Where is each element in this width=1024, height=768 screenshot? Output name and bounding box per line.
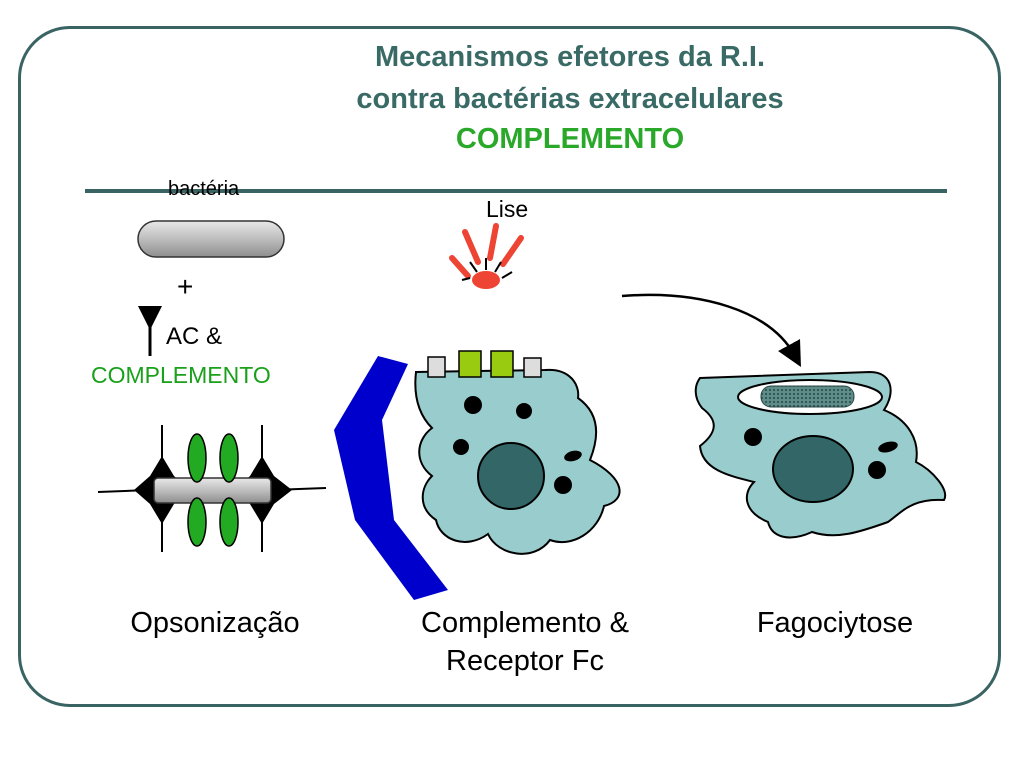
slide-frame (18, 26, 1001, 707)
caption-opsonization: Opsonização (130, 607, 300, 639)
caption-receptor-line-1: Complemento & (421, 607, 629, 639)
bacteria-label: bactéria (168, 178, 240, 200)
antibody-icon (138, 306, 162, 356)
plus-sign: + (177, 271, 194, 302)
phagocytosis-arrow (621, 293, 801, 367)
opsonization-diagram (97, 425, 327, 552)
lysis-burst-icon (449, 223, 524, 289)
complement-label: COMPLEMENTO (91, 362, 271, 388)
caption-receptor-line-2: Receptor Fc (446, 645, 604, 677)
bacterium-shape (137, 220, 285, 258)
caption-complement-fc-receptor: Complemento & Receptor Fc (380, 604, 670, 680)
phagocyte-cell-right (694, 370, 947, 539)
receptor-band (334, 356, 448, 600)
antibody-label: AC & (166, 323, 223, 350)
title-divider (85, 189, 947, 193)
lysis-label: Lise (486, 196, 529, 222)
title-line-2: contra bactérias extracelulares (356, 83, 784, 115)
title-line-3: COMPLEMENTO (455, 123, 685, 155)
title-line-1: Mecanismos efetores da R.I. (374, 41, 766, 73)
macrophage-cell-middle (414, 350, 621, 555)
caption-phagocytosis: Fagociytose (756, 607, 914, 639)
